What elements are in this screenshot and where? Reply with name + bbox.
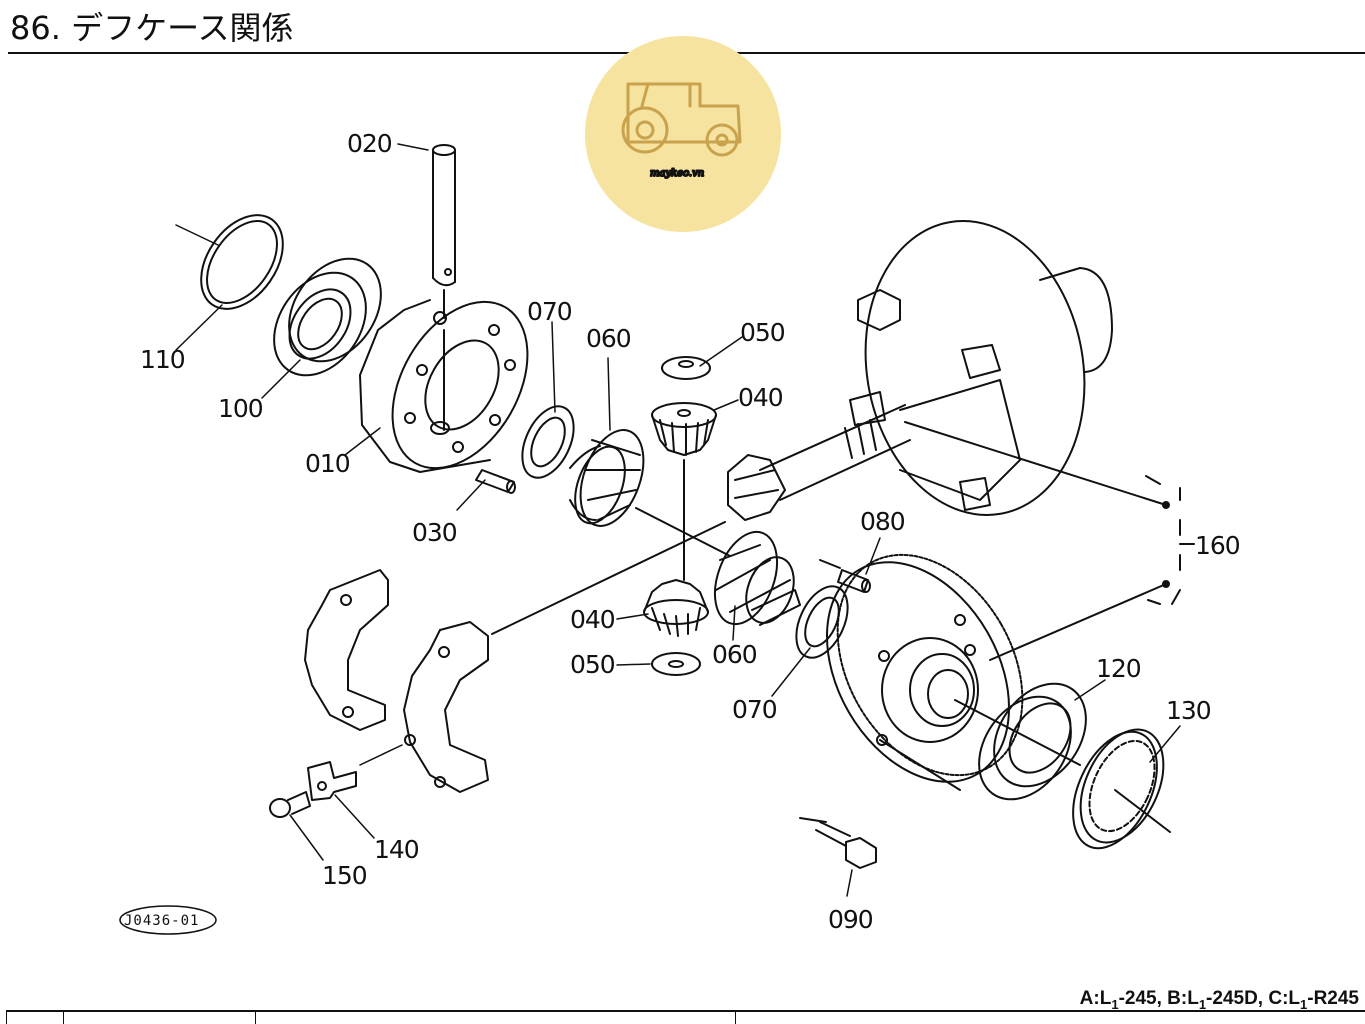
part-010-differential-case bbox=[359, 299, 529, 473]
model-c-prefix: C:L bbox=[1268, 988, 1301, 1009]
part-060-side-gear-bottom bbox=[713, 530, 801, 626]
callout-010: 010 bbox=[305, 449, 350, 478]
callout-140: 140 bbox=[374, 835, 419, 864]
part-080-pin bbox=[819, 559, 871, 593]
part-150-bolt bbox=[269, 791, 311, 818]
callout-060-bottom: 060 bbox=[712, 640, 757, 669]
callout-040-top: 040 bbox=[738, 383, 783, 412]
part-020-pinion-shaft bbox=[432, 144, 456, 431]
figure-code: J0436-01 bbox=[124, 913, 199, 929]
callout-120: 120 bbox=[1096, 654, 1141, 683]
part-030-pin bbox=[475, 469, 516, 494]
callout-110: 110 bbox=[140, 345, 185, 374]
part-040-pinion-gear-top bbox=[651, 402, 717, 456]
table-cell bbox=[255, 1012, 736, 1024]
callout-020: 020 bbox=[347, 129, 392, 158]
leader-lines bbox=[175, 143, 1181, 897]
differential-carrier-housing bbox=[849, 220, 1113, 516]
figure-code-badge: J0436-01 bbox=[119, 905, 217, 935]
callout-070-top: 070 bbox=[527, 297, 572, 326]
applicable-models: A:L1-245, B:L1-245D, C:L1-R245 bbox=[1080, 988, 1359, 1012]
callout-040-bottom: 040 bbox=[570, 605, 615, 634]
callout-130: 130 bbox=[1166, 696, 1211, 725]
part-050-washer-bottom bbox=[651, 652, 701, 676]
model-c-sub: 1 bbox=[1300, 996, 1308, 1012]
callout-060-top: 060 bbox=[586, 324, 631, 353]
model-b-sub: 1 bbox=[1198, 996, 1207, 1012]
part-110-snap-ring bbox=[200, 214, 284, 310]
exploded-parts-diagram: maykeo.vn bbox=[119, 36, 1241, 935]
model-a-sub: 1 bbox=[1111, 996, 1119, 1012]
watermark-text: maykeo.vn bbox=[650, 168, 704, 179]
part-060-side-gear-top bbox=[569, 429, 645, 527]
bearing-cap-left bbox=[304, 569, 389, 731]
part-090-bolt bbox=[799, 817, 877, 869]
part-100-bearing bbox=[273, 257, 382, 377]
part-120-bearing bbox=[978, 682, 1087, 801]
model-b-prefix: B:L bbox=[1167, 988, 1199, 1009]
part-070-washer-top bbox=[521, 405, 575, 479]
part-050-washer-top bbox=[661, 356, 711, 380]
part-160-bracket bbox=[904, 421, 1195, 661]
part-070-washer-bottom bbox=[795, 585, 849, 659]
model-a-prefix: A:L bbox=[1079, 988, 1112, 1009]
callout-160: 160 bbox=[1195, 531, 1240, 560]
callout-090: 090 bbox=[828, 905, 873, 934]
parts-table-header bbox=[6, 1010, 1365, 1024]
table-cell bbox=[7, 1012, 64, 1024]
model-b-suffix: -245D, bbox=[1206, 988, 1264, 1009]
callout-030: 030 bbox=[412, 518, 457, 547]
model-c-suffix: -R245 bbox=[1307, 988, 1359, 1009]
callout-070-bottom: 070 bbox=[732, 695, 777, 724]
page-title: 86. デフケース関係 bbox=[10, 9, 294, 47]
assembly-axis-horizontal bbox=[635, 507, 731, 557]
callout-050-top: 050 bbox=[740, 318, 785, 347]
part-130-lock-nut bbox=[1072, 728, 1171, 850]
tractor-logo-watermark: maykeo.vn bbox=[585, 36, 781, 232]
callout-080: 080 bbox=[860, 507, 905, 536]
assembly-axis-diagonal bbox=[491, 521, 726, 635]
bearing-cap-right bbox=[403, 621, 489, 793]
callout-050-bottom: 050 bbox=[570, 650, 615, 679]
part-040-pinion-gear-bottom bbox=[643, 579, 709, 637]
part-140-lock-plate bbox=[307, 761, 357, 801]
drive-pinion-shaft bbox=[727, 404, 911, 521]
table-cell bbox=[63, 1012, 256, 1024]
ring-gear bbox=[826, 553, 1081, 791]
callout-100: 100 bbox=[218, 394, 263, 423]
model-a-suffix: -245, bbox=[1118, 988, 1162, 1009]
callout-150: 150 bbox=[322, 861, 367, 890]
